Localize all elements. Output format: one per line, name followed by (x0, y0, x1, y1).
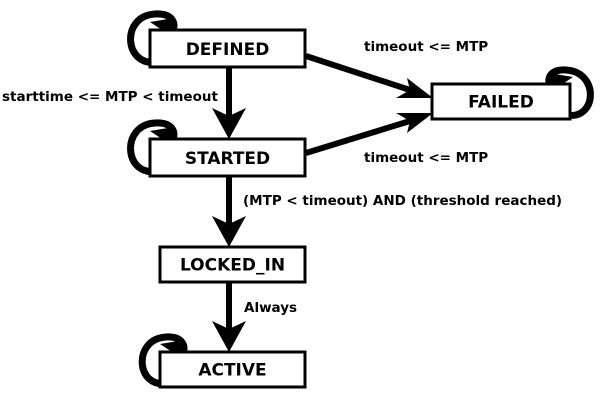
state-active-box[interactable] (158, 350, 307, 389)
started-to-failed-line (305, 118, 411, 156)
defined-to-started-arrowhead (212, 108, 246, 139)
started-to-failed-arrowhead (396, 113, 433, 133)
state-locked-in-box[interactable] (158, 245, 307, 284)
transition-started-to-locked-in (212, 176, 246, 247)
transition-started-to-failed (305, 113, 433, 156)
state-node-locked-in[interactable]: LOCKED_IN (158, 245, 307, 284)
state-node-failed[interactable]: FAILED (430, 82, 572, 121)
edge-label-defined-to-failed: timeout <= MTP (364, 39, 488, 55)
state-failed-box[interactable] (430, 82, 572, 121)
transition-locked-in-to-active (212, 281, 246, 352)
transition-defined-to-failed (305, 53, 433, 98)
defined-self-loop-path (127, 10, 178, 66)
failed-self-loop-path (545, 66, 594, 119)
state-defined-label: DEFINED (186, 40, 270, 60)
started-to-locked-in-arrowhead (212, 216, 246, 247)
edge-label-started-to-failed: timeout <= MTP (364, 150, 488, 166)
defined-to-failed-line (305, 53, 411, 93)
state-failed-label: FAILED (468, 93, 534, 113)
locked-in-to-active-arrowhead (212, 321, 246, 352)
state-defined-box[interactable] (148, 28, 307, 69)
defined-to-failed-arrowhead (396, 78, 433, 98)
state-locked-in-label: LOCKED_IN (180, 256, 285, 276)
state-node-started[interactable]: STARTED (148, 137, 307, 178)
edge-label-started-to-locked-in: (MTP < timeout) AND (threshold reached) (243, 193, 562, 209)
state-node-active[interactable]: ACTIVE (158, 350, 307, 389)
state-node-defined[interactable]: DEFINED (148, 28, 307, 69)
transition-defined-to-started (212, 67, 246, 139)
state-started-label: STARTED (185, 149, 270, 169)
edge-label-defined-to-started: starttime <= MTP < timeout (2, 89, 218, 105)
active-self-loop-path (138, 333, 188, 388)
started-self-loop-path (127, 119, 178, 176)
edge-label-locked-in-to-active: Always (244, 300, 297, 316)
state-started-box[interactable] (148, 137, 307, 178)
state-active-label: ACTIVE (198, 361, 266, 381)
